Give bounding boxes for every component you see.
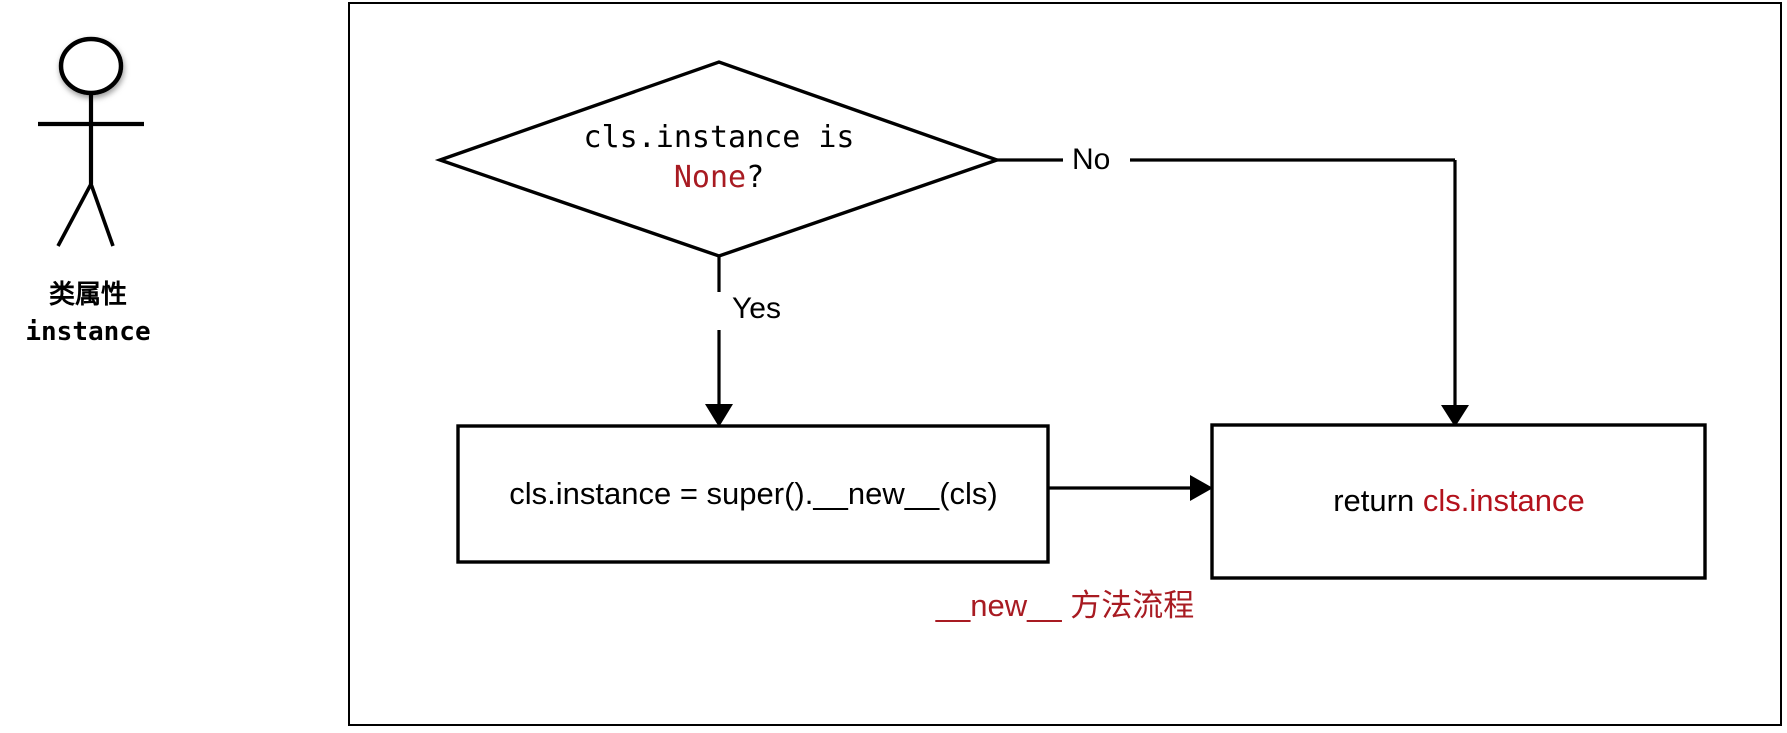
decision-question-mark: ? — [746, 160, 765, 195]
actor-leg-left — [56, 183, 93, 247]
return-keyword: return — [1333, 483, 1423, 518]
actor-label-class-attribute: 类属性 — [48, 279, 127, 309]
process-box-label: cls.instance = super().__new__(cls) — [509, 476, 998, 511]
caption-method-name: __new__ — [935, 588, 1062, 623]
edge-label-no: No — [1063, 143, 1120, 177]
decision-label-line2: None? — [441, 158, 997, 198]
caption-text: 方法流程 — [1061, 588, 1195, 623]
decision-label: cls.instance is None? — [441, 118, 997, 198]
return-box-label: return cls.instance — [1213, 482, 1705, 520]
stick-figure-icon — [38, 36, 144, 247]
actor-label-instance: instance — [25, 317, 151, 347]
decision-label-line1: cls.instance is — [583, 120, 855, 155]
edge-label-yes: Yes — [723, 292, 790, 326]
decision-keyword-none: None — [673, 160, 747, 195]
return-value: cls.instance — [1422, 483, 1585, 518]
actor-figure-group: 类属性 instance — [0, 20, 300, 370]
actor-head — [58, 36, 124, 96]
diagram-caption: __new__ 方法流程 — [348, 586, 1782, 626]
actor-leg-right — [89, 183, 115, 247]
